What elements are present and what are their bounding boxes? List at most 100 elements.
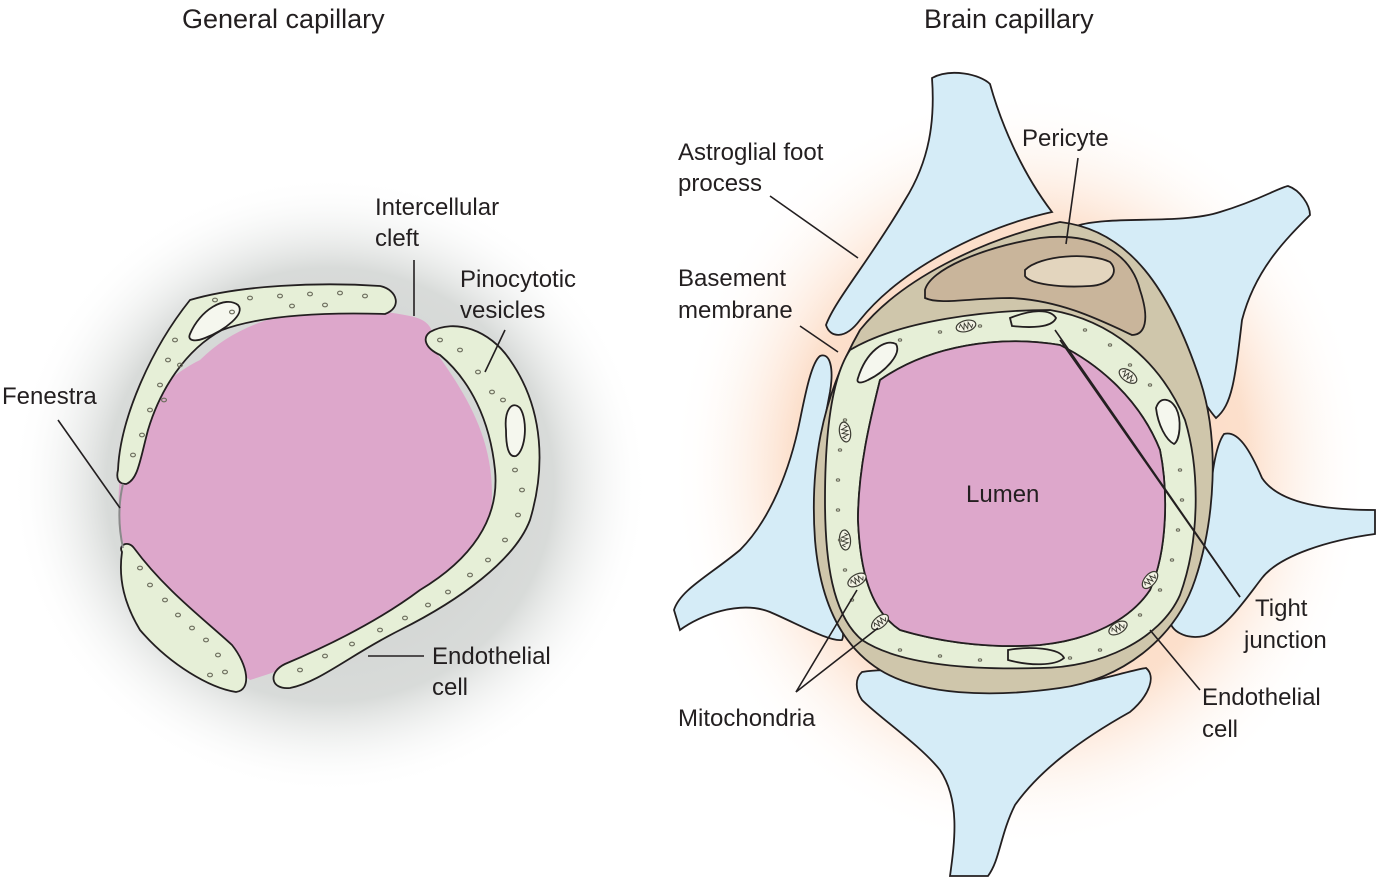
mitochondrion-icon xyxy=(1141,570,1159,590)
vesicle-icon xyxy=(1169,558,1175,562)
vesicle-icon xyxy=(937,654,943,658)
brain-lumen xyxy=(857,340,1167,647)
vesicle-icon xyxy=(229,309,236,315)
vesicle-icon xyxy=(362,293,369,299)
vesicle-icon xyxy=(837,448,843,452)
nucleus-icon xyxy=(1024,255,1115,288)
label-endothelial-brain-2: cell xyxy=(1202,716,1238,743)
vesicle-icon xyxy=(322,653,329,659)
leader-tight-junction-b xyxy=(1059,339,1241,598)
vesicle-icon xyxy=(307,291,314,297)
label-lumen: Lumen xyxy=(966,481,1039,508)
vesicle-icon xyxy=(977,658,983,662)
vesicle-icon xyxy=(212,297,219,303)
general-capillary-title: General capillary xyxy=(182,4,385,34)
label-endothelial-general-1: Endothelial xyxy=(432,643,551,670)
vesicle-icon xyxy=(147,582,154,588)
label-mitochondria: Mitochondria xyxy=(678,705,816,732)
general-endothelial-bottom-left xyxy=(119,543,248,693)
vesicle-icon xyxy=(297,667,304,673)
vesicle-icon xyxy=(1127,363,1133,367)
label-astroglial-2: process xyxy=(678,170,762,197)
mitochondrion-icon xyxy=(838,529,852,551)
label-basement-2: membrane xyxy=(678,297,793,324)
label-intercellular-cleft-2: cleft xyxy=(375,225,419,252)
vesicle-icon xyxy=(485,557,492,563)
vesicle-icon xyxy=(157,382,164,388)
general-endothelial-right xyxy=(272,325,541,689)
astroglial-foot-top-left xyxy=(825,71,1054,336)
vesicle-icon xyxy=(1175,528,1181,532)
vesicle-icon xyxy=(172,337,179,343)
vesicle-icon xyxy=(1067,656,1073,660)
vesicle-icon xyxy=(130,452,137,458)
mitochondrion-icon xyxy=(847,572,867,588)
mitochondrion-icon xyxy=(838,421,852,443)
vesicle-icon xyxy=(1157,588,1163,592)
label-astroglial-1: Astroglial foot xyxy=(678,139,824,166)
general-endothelial-top xyxy=(116,283,397,485)
leader-endothelial-brain xyxy=(1149,629,1201,691)
vesicle-icon xyxy=(161,397,168,403)
vesicle-icon xyxy=(897,338,903,342)
mitochondrion-icon xyxy=(1108,620,1128,636)
nucleus-icon xyxy=(188,300,241,342)
vesicle-icon xyxy=(897,648,903,652)
vesicle-icon xyxy=(1179,498,1185,502)
vesicle-icon xyxy=(977,324,983,328)
vesicle-icon xyxy=(842,418,848,422)
nucleus-icon xyxy=(1155,398,1181,446)
leader-mitochondria-b xyxy=(795,627,879,693)
vesicle-icon xyxy=(1137,613,1143,617)
mitochondria-group xyxy=(838,319,1159,636)
brain-capillary: Brain capillary Astroglial foot process … xyxy=(670,4,1376,877)
leader-pericyte xyxy=(1065,157,1079,245)
vesicle-icon xyxy=(1177,468,1183,472)
mitochondrion-icon xyxy=(870,613,890,631)
vesicle-icon xyxy=(222,669,229,675)
vesicle-icon xyxy=(511,467,518,473)
vesicle-icon xyxy=(500,397,507,403)
leader-basement-membrane xyxy=(799,325,839,353)
label-pinocytotic-vesicles-2: vesicles xyxy=(460,297,545,324)
vesicle-icon xyxy=(835,478,841,482)
vesicle-icon xyxy=(177,362,184,368)
vesicle-icon xyxy=(175,612,182,618)
tight-junction-bottom xyxy=(1007,647,1066,666)
vesicle-icon xyxy=(475,369,482,375)
vesicle-icon xyxy=(1147,383,1153,387)
vesicle-icon xyxy=(445,589,452,595)
vesicle-icon xyxy=(377,627,384,633)
vesicle-icon xyxy=(518,487,525,493)
vesicle-icon xyxy=(207,672,214,678)
vesicle-icon xyxy=(337,290,344,296)
label-tight-junction-1: Tight xyxy=(1255,595,1308,622)
label-pinocytotic-vesicles-1: Pinocytotic xyxy=(460,266,576,293)
vesicle-icon xyxy=(502,537,509,543)
label-pericyte: Pericyte xyxy=(1022,125,1109,152)
vesicle-icon xyxy=(425,602,432,608)
general-lumen xyxy=(118,308,492,680)
mitochondrion-icon xyxy=(1118,368,1138,384)
vesicle-icon xyxy=(437,337,444,343)
leader-mitochondria-a xyxy=(795,589,858,693)
vesicle-icon xyxy=(162,597,169,603)
nucleus-icon xyxy=(504,404,526,457)
vesicle-icon xyxy=(322,302,329,308)
vesicle-icon xyxy=(277,293,284,299)
label-endothelial-general-2: cell xyxy=(432,674,468,701)
vesicle-icon xyxy=(215,652,222,658)
vesicle-icon xyxy=(457,347,464,353)
vesicle-icon xyxy=(147,407,154,413)
vesicle-icon xyxy=(842,568,848,572)
general-vesicles xyxy=(130,290,525,678)
fenestra-membrane xyxy=(118,483,124,549)
label-endothelial-brain-1: Endothelial xyxy=(1202,684,1321,711)
mitochondrion-icon xyxy=(955,319,977,333)
vesicle-icon xyxy=(189,625,196,631)
vesicle-icon xyxy=(1107,343,1113,347)
nucleus-icon xyxy=(856,341,899,384)
label-basement-1: Basement xyxy=(678,265,786,292)
vesicle-icon xyxy=(489,389,496,395)
